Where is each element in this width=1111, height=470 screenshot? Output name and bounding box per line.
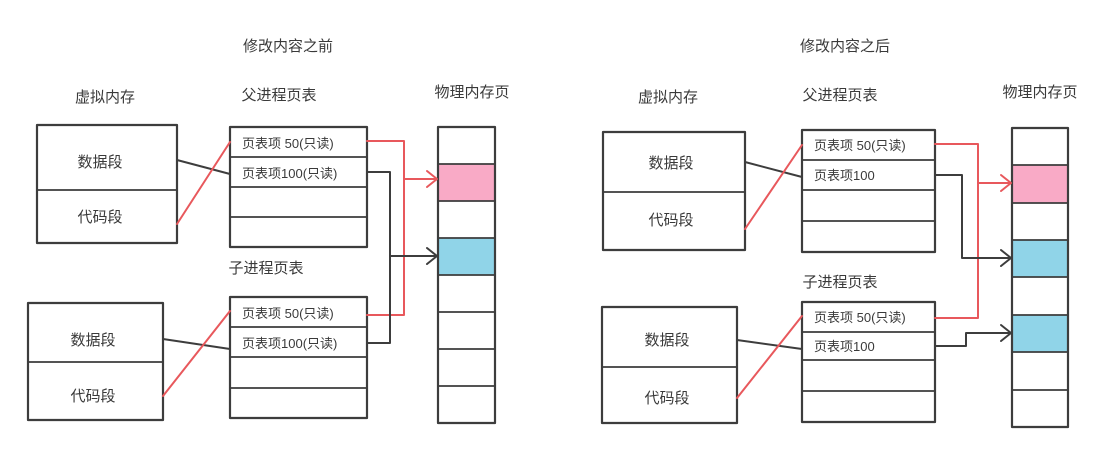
- child-virtual-memory-box: 数据段 代码段: [26, 301, 165, 422]
- line-code-segment-to-pte50: [176, 141, 231, 225]
- data-segment-label: 数据段: [77, 154, 122, 171]
- physical-memory-header: 物理内存页: [434, 84, 509, 101]
- physical-page-cell: [1012, 277, 1068, 315]
- line-child-data-segment-to-pte100: [162, 338, 231, 350]
- physical-page-cell: [438, 312, 495, 349]
- connectors-after: [736, 143, 1012, 399]
- physical-page-cell-child-copy: [1012, 315, 1068, 352]
- physical-page-cell-shared-code: [438, 238, 495, 275]
- panel-after: 修改内容之后 虚拟内存 父进程页表 物理内存页 子进程页表 数据段 代码段 数据…: [600, 38, 1078, 429]
- physical-page-cell: [1012, 128, 1068, 165]
- physical-page-cell: [438, 127, 495, 164]
- dark-line-child-pte100-to-new-blue-page: [934, 332, 1011, 347]
- parent-virtual-memory-box: 数据段 代码段: [601, 130, 747, 252]
- child-page-table: 页表项 50(只读) 页表项100(只读): [228, 295, 369, 420]
- physical-page-cell: [438, 349, 495, 386]
- virtual-memory-header: 虚拟内存: [638, 89, 698, 106]
- code-segment-label: 代码段: [648, 212, 693, 229]
- dark-arrowhead-icon: [426, 247, 438, 265]
- page-table-entry: 页表项 50(只读): [814, 138, 906, 153]
- line-data-segment-to-pte100: [744, 161, 803, 178]
- line-child-data-segment-to-pte100: [736, 339, 803, 350]
- line-code-segment-to-pte50: [744, 144, 803, 230]
- data-segment-label: 数据段: [648, 155, 693, 172]
- line-data-segment-to-pte100: [176, 159, 231, 175]
- physical-page-cell: [1012, 203, 1068, 240]
- physical-page-cell: [438, 386, 495, 423]
- physical-page-cell: [438, 275, 495, 312]
- child-virtual-memory-box: 数据段 代码段: [600, 305, 739, 425]
- physical-memory-column: [436, 125, 497, 425]
- dark-arrowhead-icon: [1000, 324, 1012, 342]
- page-table-entry: 页表项100: [814, 168, 875, 183]
- red-arrowhead-icon: [1000, 174, 1012, 192]
- parent-page-table: 页表项 50(只读) 页表项100(只读): [228, 125, 369, 249]
- panel-before: 修改内容之前 虚拟内存 父进程页表 物理内存页 子进程页表 数据段 代码段 数据…: [26, 38, 510, 425]
- dark-trunk-pte100-shared: [366, 171, 391, 344]
- page-table-entry: 页表项 50(只读): [814, 310, 906, 325]
- page-table-entry: 页表项100(只读): [242, 336, 337, 351]
- dark-arrowhead-icon: [1000, 249, 1012, 267]
- physical-memory-header: 物理内存页: [1002, 84, 1077, 101]
- line-child-code-segment-to-pte50: [162, 310, 231, 397]
- page-table-entry: 页表项100: [814, 339, 875, 354]
- virtual-memory-header: 虚拟内存: [75, 89, 135, 106]
- red-trunk-pte50-shared: [934, 143, 979, 319]
- red-arrowhead-icon: [426, 170, 438, 188]
- child-table-header: 子进程页表: [228, 260, 303, 277]
- red-trunk-pte50-shared: [366, 140, 405, 316]
- connectors-before: [162, 140, 438, 397]
- code-segment-label: 代码段: [644, 390, 689, 407]
- physical-page-cell: [438, 201, 495, 238]
- parent-table-header: 父进程页表: [241, 87, 316, 104]
- line-child-code-segment-to-pte50: [736, 315, 803, 399]
- physical-page-cell-shared-data: [438, 164, 495, 201]
- physical-page-cell: [1012, 352, 1068, 390]
- panel-title: 修改内容之前: [243, 38, 333, 55]
- panel-title: 修改内容之后: [800, 38, 890, 55]
- parent-virtual-memory-box: 数据段 代码段: [35, 123, 179, 245]
- page-table-entry: 页表项100(只读): [242, 166, 337, 181]
- page-table-entry: 页表项 50(只读): [242, 306, 334, 321]
- physical-page-cell-parent-copy: [1012, 240, 1068, 277]
- physical-memory-column: [1010, 126, 1070, 429]
- dark-line-parent-pte100-to-blue-page: [934, 174, 1011, 259]
- parent-page-table: 页表项 50(只读) 页表项100: [800, 128, 937, 254]
- data-segment-label: 数据段: [70, 332, 115, 349]
- child-page-table: 页表项 50(只读) 页表项100: [800, 300, 937, 424]
- child-table-header: 子进程页表: [802, 274, 877, 291]
- physical-page-cell-shared-data: [1012, 165, 1068, 203]
- code-segment-label: 代码段: [70, 388, 115, 405]
- physical-page-cell: [1012, 390, 1068, 427]
- data-segment-label: 数据段: [644, 332, 689, 349]
- parent-table-header: 父进程页表: [802, 87, 877, 104]
- code-segment-label: 代码段: [77, 209, 122, 226]
- page-table-entry: 页表项 50(只读): [242, 136, 334, 151]
